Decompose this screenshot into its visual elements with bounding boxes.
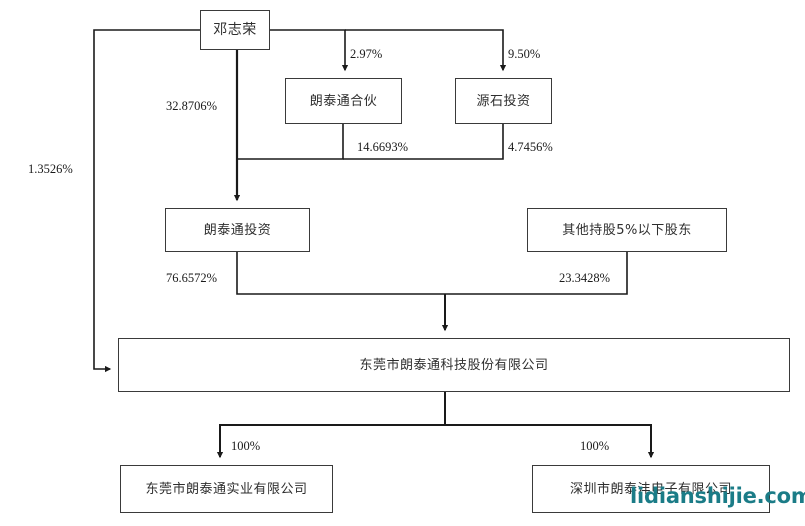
percent-label-deng-to-listco: 1.3526% [28, 162, 73, 176]
site-watermark: lidianshijie.com [630, 484, 805, 508]
wire-langtaitong-to-listco [236, 252, 445, 295]
node-label: 朗泰通投资 [203, 222, 272, 238]
wire-deng-to-listco [93, 29, 200, 373]
percent-label-others-to-listco: 23.3428% [559, 271, 611, 285]
wire-partnership-to-langtaitong [237, 124, 344, 160]
node-langtaitong-investment[interactable]: 朗泰通投资 [165, 208, 310, 252]
node-label: 其他持股5%以下股东 [562, 222, 692, 238]
node-label: 东莞市朗泰通实业有限公司 [145, 481, 308, 497]
node-subsidiary-shenzhen-electronics[interactable]: 深圳市朗泰沣电子有限公司 [532, 465, 770, 513]
node-listed-company[interactable]: 东莞市朗泰通科技股份有限公司 [118, 338, 790, 392]
node-label: 深圳市朗泰沣电子有限公司 [569, 481, 732, 497]
node-label: 朗泰通合伙 [309, 93, 378, 109]
percent-label-yuanshi-to-langtaitong: 4.7456% [508, 140, 553, 154]
node-label: 东莞市朗泰通科技股份有限公司 [359, 357, 549, 373]
node-langtaitong-partnership[interactable]: 朗泰通合伙 [285, 78, 402, 124]
percent-label-deng-to-partnership: 2.97% [350, 47, 383, 61]
node-deng-zhirong[interactable]: 邓志荣 [200, 10, 270, 50]
percent-label-partnership-to-langtaitong: 14.6693% [357, 140, 409, 154]
percent-label-deng-to-langtaitong: 32.8706% [166, 99, 218, 113]
percent-label-listco-to-sub1: 100% [231, 439, 261, 453]
node-subsidiary-dongguan-industrial[interactable]: 东莞市朗泰通实业有限公司 [120, 465, 333, 513]
node-yuanshi-investment[interactable]: 源石投资 [455, 78, 552, 124]
node-other-shareholders[interactable]: 其他持股5%以下股东 [527, 208, 727, 252]
percent-label-listco-to-sub2: 100% [580, 439, 610, 453]
node-label: 邓志荣 [213, 22, 257, 38]
node-label: 源石投资 [476, 93, 531, 109]
percent-label-langtaitong-to-listco: 76.6572% [166, 271, 218, 285]
wire-deng-to-partnership [270, 29, 349, 72]
percent-label-deng-to-yuanshi: 9.50% [508, 47, 541, 61]
wire-listco-to-sub2 [445, 424, 655, 459]
